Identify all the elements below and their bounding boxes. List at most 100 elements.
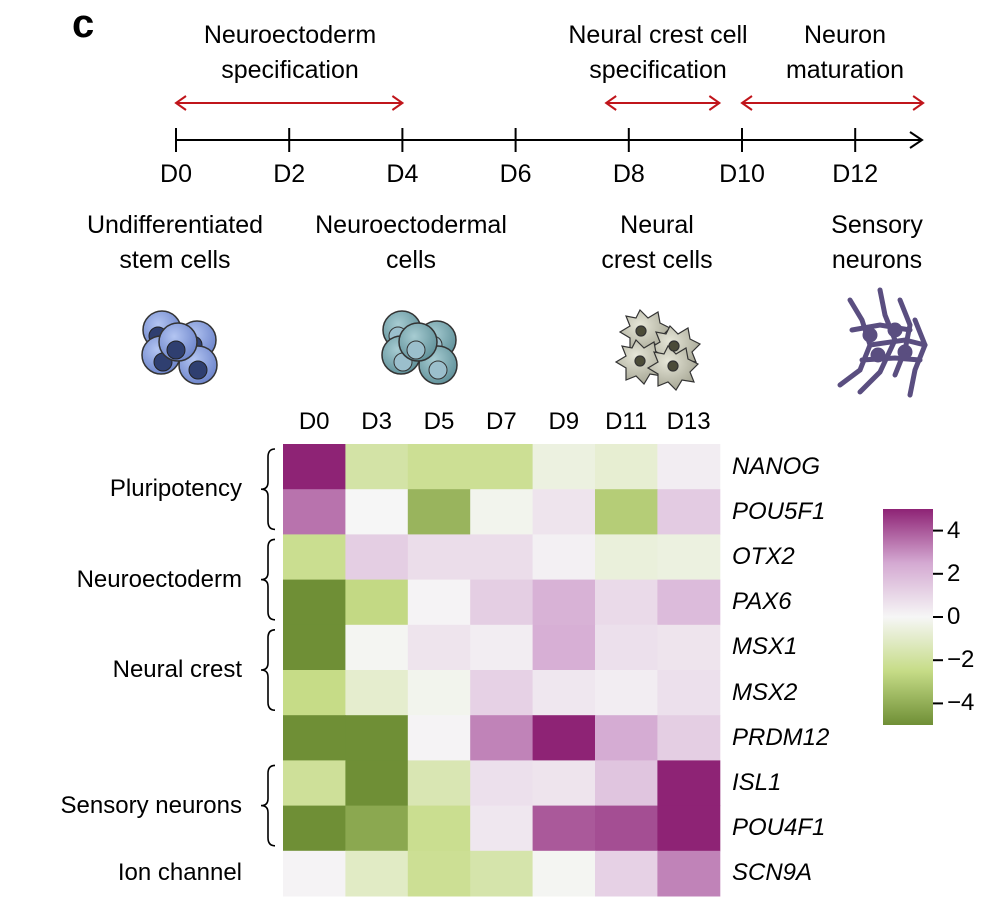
heatmap-cell — [595, 489, 658, 535]
stage-label-stem-cells: Undifferentiated stem cells — [87, 208, 263, 278]
timeline-tick-label: D2 — [273, 160, 306, 188]
heatmap-cell — [283, 805, 346, 852]
heatmap-cell — [532, 715, 596, 761]
group-bracket — [260, 629, 276, 711]
heatmap-cell — [345, 670, 409, 716]
stage-line1: Neuroectodermal — [315, 211, 507, 239]
heatmap-cell — [345, 624, 409, 671]
heatmap-cell — [470, 489, 534, 535]
heatmap-cell — [595, 715, 658, 761]
heatmap-cell — [657, 624, 721, 671]
stem-cells-icon — [141, 310, 218, 385]
phase-line1: Neuroectoderm — [203, 21, 377, 49]
heatmap-gene-label: POU4F1 — [732, 814, 826, 842]
heatmap-cell — [407, 805, 471, 852]
heatmap-cell — [657, 850, 721, 897]
timeline — [174, 95, 925, 152]
heatmap-cell — [532, 534, 596, 581]
heatmap-gene-label: MSX1 — [732, 633, 798, 661]
stage-line2: cells — [385, 246, 437, 274]
stage-label-sensory-neurons: Sensory neurons — [831, 208, 923, 278]
timeline-tick-label: D12 — [832, 160, 879, 188]
cell-icons — [141, 287, 928, 398]
colorbar-tick-label: −2 — [947, 646, 975, 674]
heatmap-cell — [595, 805, 658, 852]
heatmap-cell — [532, 444, 596, 490]
heatmap-cell — [283, 715, 346, 761]
heatmap-cell — [470, 624, 534, 671]
heatmap-cell — [283, 444, 346, 490]
neural-crest-cells-icon — [614, 308, 702, 391]
heatmap-cell — [407, 760, 471, 807]
heatmap-cell — [595, 850, 658, 897]
heatmap-cell — [657, 715, 721, 761]
heatmap-cell — [283, 760, 346, 807]
heatmap-cell — [470, 444, 534, 490]
heatmap-column-label: D5 — [423, 408, 455, 435]
timeline-tick-label: D6 — [499, 160, 532, 188]
heatmap-cell — [470, 534, 534, 581]
heatmap-cell — [657, 579, 721, 626]
phase-label-neuroectoderm: Neuroectoderm specification — [165, 18, 415, 88]
phase-arrow-right — [912, 95, 925, 111]
heatmap-cell — [470, 715, 534, 761]
heatmap-cell — [283, 489, 346, 535]
heatmap-cell — [407, 715, 471, 761]
heatmap-column-label: D9 — [548, 408, 580, 435]
heatmap-cell — [532, 805, 596, 852]
heatmap-cell — [345, 760, 409, 807]
phase-line1: Neuron — [804, 21, 886, 49]
heatmap-cell — [283, 579, 346, 626]
neuroectodermal-cells-icon — [381, 310, 458, 385]
stage-line1: Undifferentiated — [86, 211, 264, 239]
heatmap-column-label: D0 — [298, 408, 330, 435]
heatmap-column-label: D3 — [361, 408, 392, 435]
colorbar — [883, 509, 933, 725]
group-bracket — [260, 764, 276, 847]
heatmap-cell — [283, 534, 346, 581]
heatmap-column-label: D7 — [486, 408, 517, 435]
heatmap-cell — [532, 579, 596, 626]
colorbar-tick-label: 2 — [947, 559, 961, 587]
heatmap-cell — [345, 534, 409, 581]
heatmap-cell — [595, 579, 658, 626]
phase-line2: specification — [589, 56, 727, 84]
heatmap-cell — [657, 805, 721, 852]
heatmap-cell — [283, 850, 346, 897]
stage-label-neuroectodermal: Neuroectodermal cells — [315, 208, 507, 278]
heatmap-cell — [283, 624, 346, 671]
heatmap-cell — [407, 534, 471, 581]
heatmap-cell — [532, 670, 596, 716]
phase-line2: specification — [221, 56, 359, 84]
sensory-neurons-icon — [837, 287, 928, 398]
heatmap-cell — [345, 444, 409, 490]
heatmap-cell — [532, 760, 596, 807]
phase-line2: maturation — [785, 56, 905, 84]
heatmap-cell — [345, 715, 409, 761]
phase-arrow-left — [174, 95, 187, 111]
heatmap-cell — [407, 670, 471, 716]
heatmap-gene-label: OTX2 — [732, 543, 795, 570]
heatmap-cell — [470, 670, 534, 716]
heatmap-column-label: D13 — [666, 408, 711, 435]
colorbar-tick-label: 0 — [947, 603, 961, 630]
heatmap-column-label: D11 — [605, 408, 648, 435]
heatmap-group-label: Neural crest — [112, 656, 242, 683]
heatmap-cell — [407, 489, 471, 535]
heatmap-cell — [657, 489, 721, 535]
timeline-tick-label: D4 — [386, 160, 419, 188]
stage-label-neural-crest: Neural crest cells — [601, 208, 712, 278]
heatmap-cell — [407, 579, 471, 626]
colorbar-tick-label: −4 — [947, 689, 975, 717]
heatmap-cell — [657, 670, 721, 716]
phase-arrow-right — [708, 95, 722, 111]
heatmap-gene-label: PRDM12 — [732, 723, 830, 751]
heatmap-cell — [470, 579, 534, 626]
heatmap-cell — [470, 805, 534, 852]
heatmap-group-label: Ion channel — [117, 859, 242, 887]
timeline-tick-label: D10 — [719, 160, 765, 188]
phase-line1: Neural crest cell — [568, 21, 748, 49]
heatmap-group-label: Pluripotency — [109, 475, 242, 503]
stage-line1: Neural — [620, 211, 694, 239]
heatmap-gene-label: POU5F1 — [732, 497, 826, 525]
